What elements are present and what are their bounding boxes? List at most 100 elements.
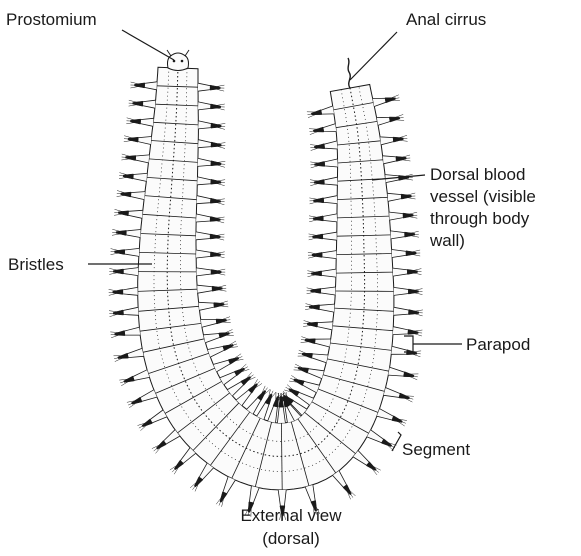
prostomium-tentacle xyxy=(185,50,189,56)
parapod-left xyxy=(196,268,211,276)
parapod-left xyxy=(321,287,336,295)
parapod-left xyxy=(323,124,336,132)
parapod-right xyxy=(388,193,402,201)
parapod-right xyxy=(140,118,153,126)
parapod-right xyxy=(394,287,409,295)
parapod-right xyxy=(391,231,405,239)
caption-line2: (dorsal) xyxy=(262,529,320,548)
prostomium-tentacle xyxy=(167,50,171,56)
parapod-right xyxy=(389,212,403,220)
caption-line1: External view xyxy=(240,506,342,525)
parapod-left xyxy=(277,407,285,423)
bristle-hair xyxy=(172,462,182,472)
parapod-left xyxy=(324,177,338,185)
label-dorsal-blood-vessel-line4: wall) xyxy=(429,231,465,250)
parapod-right xyxy=(123,287,138,295)
bristle-hair xyxy=(250,381,260,391)
parapod-right xyxy=(144,82,157,90)
parapod-right xyxy=(278,490,286,506)
parapod-right xyxy=(377,409,394,420)
parapod-left xyxy=(257,403,269,420)
parapod-left xyxy=(319,304,334,312)
parapod-left xyxy=(323,232,337,240)
parapod-left xyxy=(323,214,337,222)
parapod-right xyxy=(133,370,150,381)
prostomium-eye xyxy=(181,60,184,63)
parapod-right xyxy=(383,156,396,164)
parapod-left xyxy=(197,196,211,204)
parapod-left xyxy=(208,346,225,357)
parapod-right xyxy=(123,307,139,315)
worm-body xyxy=(109,50,423,520)
body-outline xyxy=(138,67,394,490)
parapod-right xyxy=(223,477,235,494)
label-dorsal-blood-vessel-line3: through body xyxy=(430,209,530,228)
parapod-left xyxy=(197,285,212,293)
parapod-right xyxy=(392,250,406,258)
parapod-right xyxy=(135,155,149,163)
label-parapod: Parapod xyxy=(466,335,530,354)
parapod-left xyxy=(198,102,211,110)
parapod-left xyxy=(199,302,215,310)
parapod-left xyxy=(204,334,220,343)
parapod-left xyxy=(198,83,210,91)
parapod-right xyxy=(391,346,407,354)
parapod-right xyxy=(394,307,409,315)
parapod-left xyxy=(303,381,320,392)
parapod-left xyxy=(198,121,211,129)
parapod-left xyxy=(312,354,328,363)
parapod-right xyxy=(131,192,145,200)
parapod-right xyxy=(140,390,157,402)
anal-cirrus-leader xyxy=(350,32,397,80)
parapod-right xyxy=(384,388,401,398)
parapod-right xyxy=(393,268,408,276)
label-dorsal-blood-vessel-line2: vessel (visible xyxy=(430,187,536,206)
parapod-right xyxy=(249,486,259,503)
label-prostomium: Prostomium xyxy=(6,10,97,29)
parapod-right xyxy=(126,230,141,238)
parapod-right xyxy=(380,137,393,145)
parapod-left xyxy=(321,106,334,114)
parapod-right xyxy=(123,268,138,276)
parapod-left xyxy=(315,339,331,347)
parapod-left xyxy=(268,406,278,423)
parapod-right xyxy=(377,117,390,125)
prostomium-leader xyxy=(122,30,174,60)
parapod-right xyxy=(128,210,142,218)
parapod-left xyxy=(198,140,211,148)
parapod-right xyxy=(305,485,315,502)
label-anal-cirrus: Anal cirrus xyxy=(406,10,486,29)
parapod-right xyxy=(127,348,143,357)
parapod-left xyxy=(198,158,212,166)
parapod-right xyxy=(393,327,409,335)
parapod-left xyxy=(307,369,324,379)
parapod-right xyxy=(143,100,156,108)
label-segment: Segment xyxy=(402,440,470,459)
parapod-right xyxy=(133,173,147,181)
parapod-left xyxy=(324,141,337,149)
parapod-left xyxy=(324,159,337,167)
parapod-left xyxy=(196,232,211,240)
parapod-left xyxy=(317,322,333,330)
parapod-left xyxy=(201,319,217,327)
parapod-left xyxy=(323,196,337,204)
parapod-bracket xyxy=(404,336,462,352)
parapod-left xyxy=(321,269,336,277)
parapod-right xyxy=(124,327,140,335)
parapod-right xyxy=(388,367,404,376)
parapod-right xyxy=(125,248,140,256)
label-dorsal-blood-vessel-line1: Dorsal blood xyxy=(430,165,525,184)
parapod-left xyxy=(197,177,211,185)
parapod-right xyxy=(138,137,151,145)
anal-cirrus xyxy=(348,58,350,88)
label-bristles: Bristles xyxy=(8,255,64,274)
parapod-left xyxy=(213,360,230,372)
bristle-hair xyxy=(368,464,379,473)
parapod-right xyxy=(373,98,386,106)
parapod-left xyxy=(322,251,336,259)
segment-bracket xyxy=(392,432,401,451)
parapod-left xyxy=(196,214,210,222)
parapod-left xyxy=(196,250,211,258)
